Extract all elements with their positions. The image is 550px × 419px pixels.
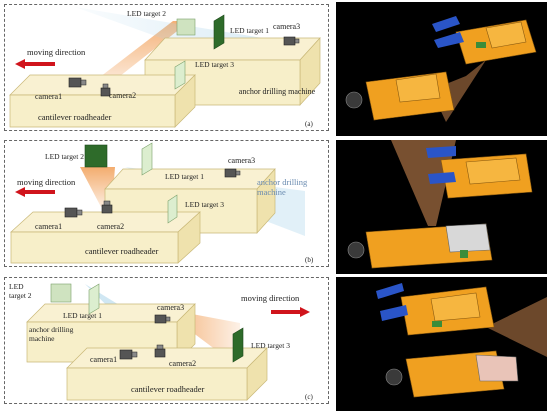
cantilever-roadheader-box [10, 211, 201, 264]
camera3-label: camera3 [228, 156, 255, 165]
camera1-label: camera1 [35, 92, 62, 101]
led-target-3-label: LED target 3 [185, 200, 224, 209]
camera1-label: camera1 [35, 222, 62, 231]
cantilever-roadheader-label: cantilever roadheader [85, 246, 159, 256]
led-target-2 [84, 144, 108, 168]
cantilever-roadheader-model [345, 71, 455, 121]
cantilever-roadheader-label: cantilever roadheader [131, 384, 205, 394]
camera1-icon [64, 207, 83, 218]
render-a [336, 2, 547, 136]
camera2-label: camera2 [169, 359, 196, 368]
panel-letter: (b) [305, 256, 314, 264]
cantilever-roadheader-model [347, 223, 493, 269]
led-target-1 [213, 14, 225, 50]
led-target-2-label: LED target 2 [45, 152, 84, 161]
cantilever-roadheader-model [385, 350, 519, 398]
led-target-2-label: LED target 2 [127, 9, 166, 18]
anchor-drilling-machine-model [432, 16, 537, 65]
anchor-drilling-machine-label: anchor drilling machine [238, 87, 316, 96]
camera1-label: camera1 [90, 355, 117, 364]
camera2-icon [100, 83, 111, 97]
led-target-2-label: LED target 2 [9, 282, 32, 300]
led-target-3 [232, 327, 244, 363]
render-b [336, 140, 547, 274]
panel-letter: (a) [305, 120, 313, 128]
led-target-3 [174, 60, 186, 90]
camera2-label: camera2 [109, 91, 136, 100]
light-cone [391, 140, 456, 226]
camera3-label: camera3 [157, 303, 184, 312]
moving-direction-label: moving direction [27, 47, 86, 57]
render-c [336, 277, 547, 411]
cantilever-roadheader-box [9, 74, 196, 128]
camera3-icon [283, 36, 300, 46]
camera3-icon [224, 168, 241, 178]
led-target-3 [167, 194, 178, 224]
moving-direction-arrow [271, 307, 310, 317]
panel-letter: (c) [305, 393, 313, 401]
panel-b: moving direction LED target 2 LED target… [4, 140, 329, 267]
moving-direction-label: moving direction [17, 177, 76, 187]
led-target-1-label: LED target 1 [63, 311, 102, 320]
camera2-icon [101, 200, 113, 214]
anchor-drilling-machine-model [376, 283, 495, 336]
led-target-1 [141, 142, 153, 176]
led-target-3-label: LED target 3 [195, 60, 234, 69]
panel-c: moving direction LED target 2 LED target… [4, 277, 329, 404]
led-target-2 [50, 283, 72, 303]
camera1-icon [68, 77, 87, 88]
moving-direction-arrow [15, 59, 55, 69]
cantilever-roadheader-label: cantilever roadheader [38, 112, 112, 122]
anchor-drilling-machine-label: anchor drilling machine [257, 177, 308, 197]
anchor-drilling-machine-label: anchor drilling machine [29, 325, 74, 343]
camera3-icon [154, 314, 171, 324]
light-cone [486, 297, 547, 357]
led-target-2 [176, 18, 196, 36]
camera3-label: camera3 [273, 22, 300, 31]
cantilever-roadheader-box [66, 347, 268, 401]
camera1-icon [119, 349, 138, 360]
moving-direction-arrow [15, 187, 55, 197]
led-target-3-label: LED target 3 [251, 341, 290, 350]
camera2-label: camera2 [97, 222, 124, 231]
moving-direction-label: moving direction [241, 293, 300, 303]
panel-a: moving direction LED target 2 LED target… [4, 4, 329, 131]
led-target-1 [88, 283, 100, 315]
led-target-1-label: LED target 1 [165, 172, 204, 181]
led-target-1-label: LED target 1 [230, 26, 269, 35]
camera2-icon [154, 344, 166, 358]
anchor-drilling-machine-model [426, 146, 533, 199]
